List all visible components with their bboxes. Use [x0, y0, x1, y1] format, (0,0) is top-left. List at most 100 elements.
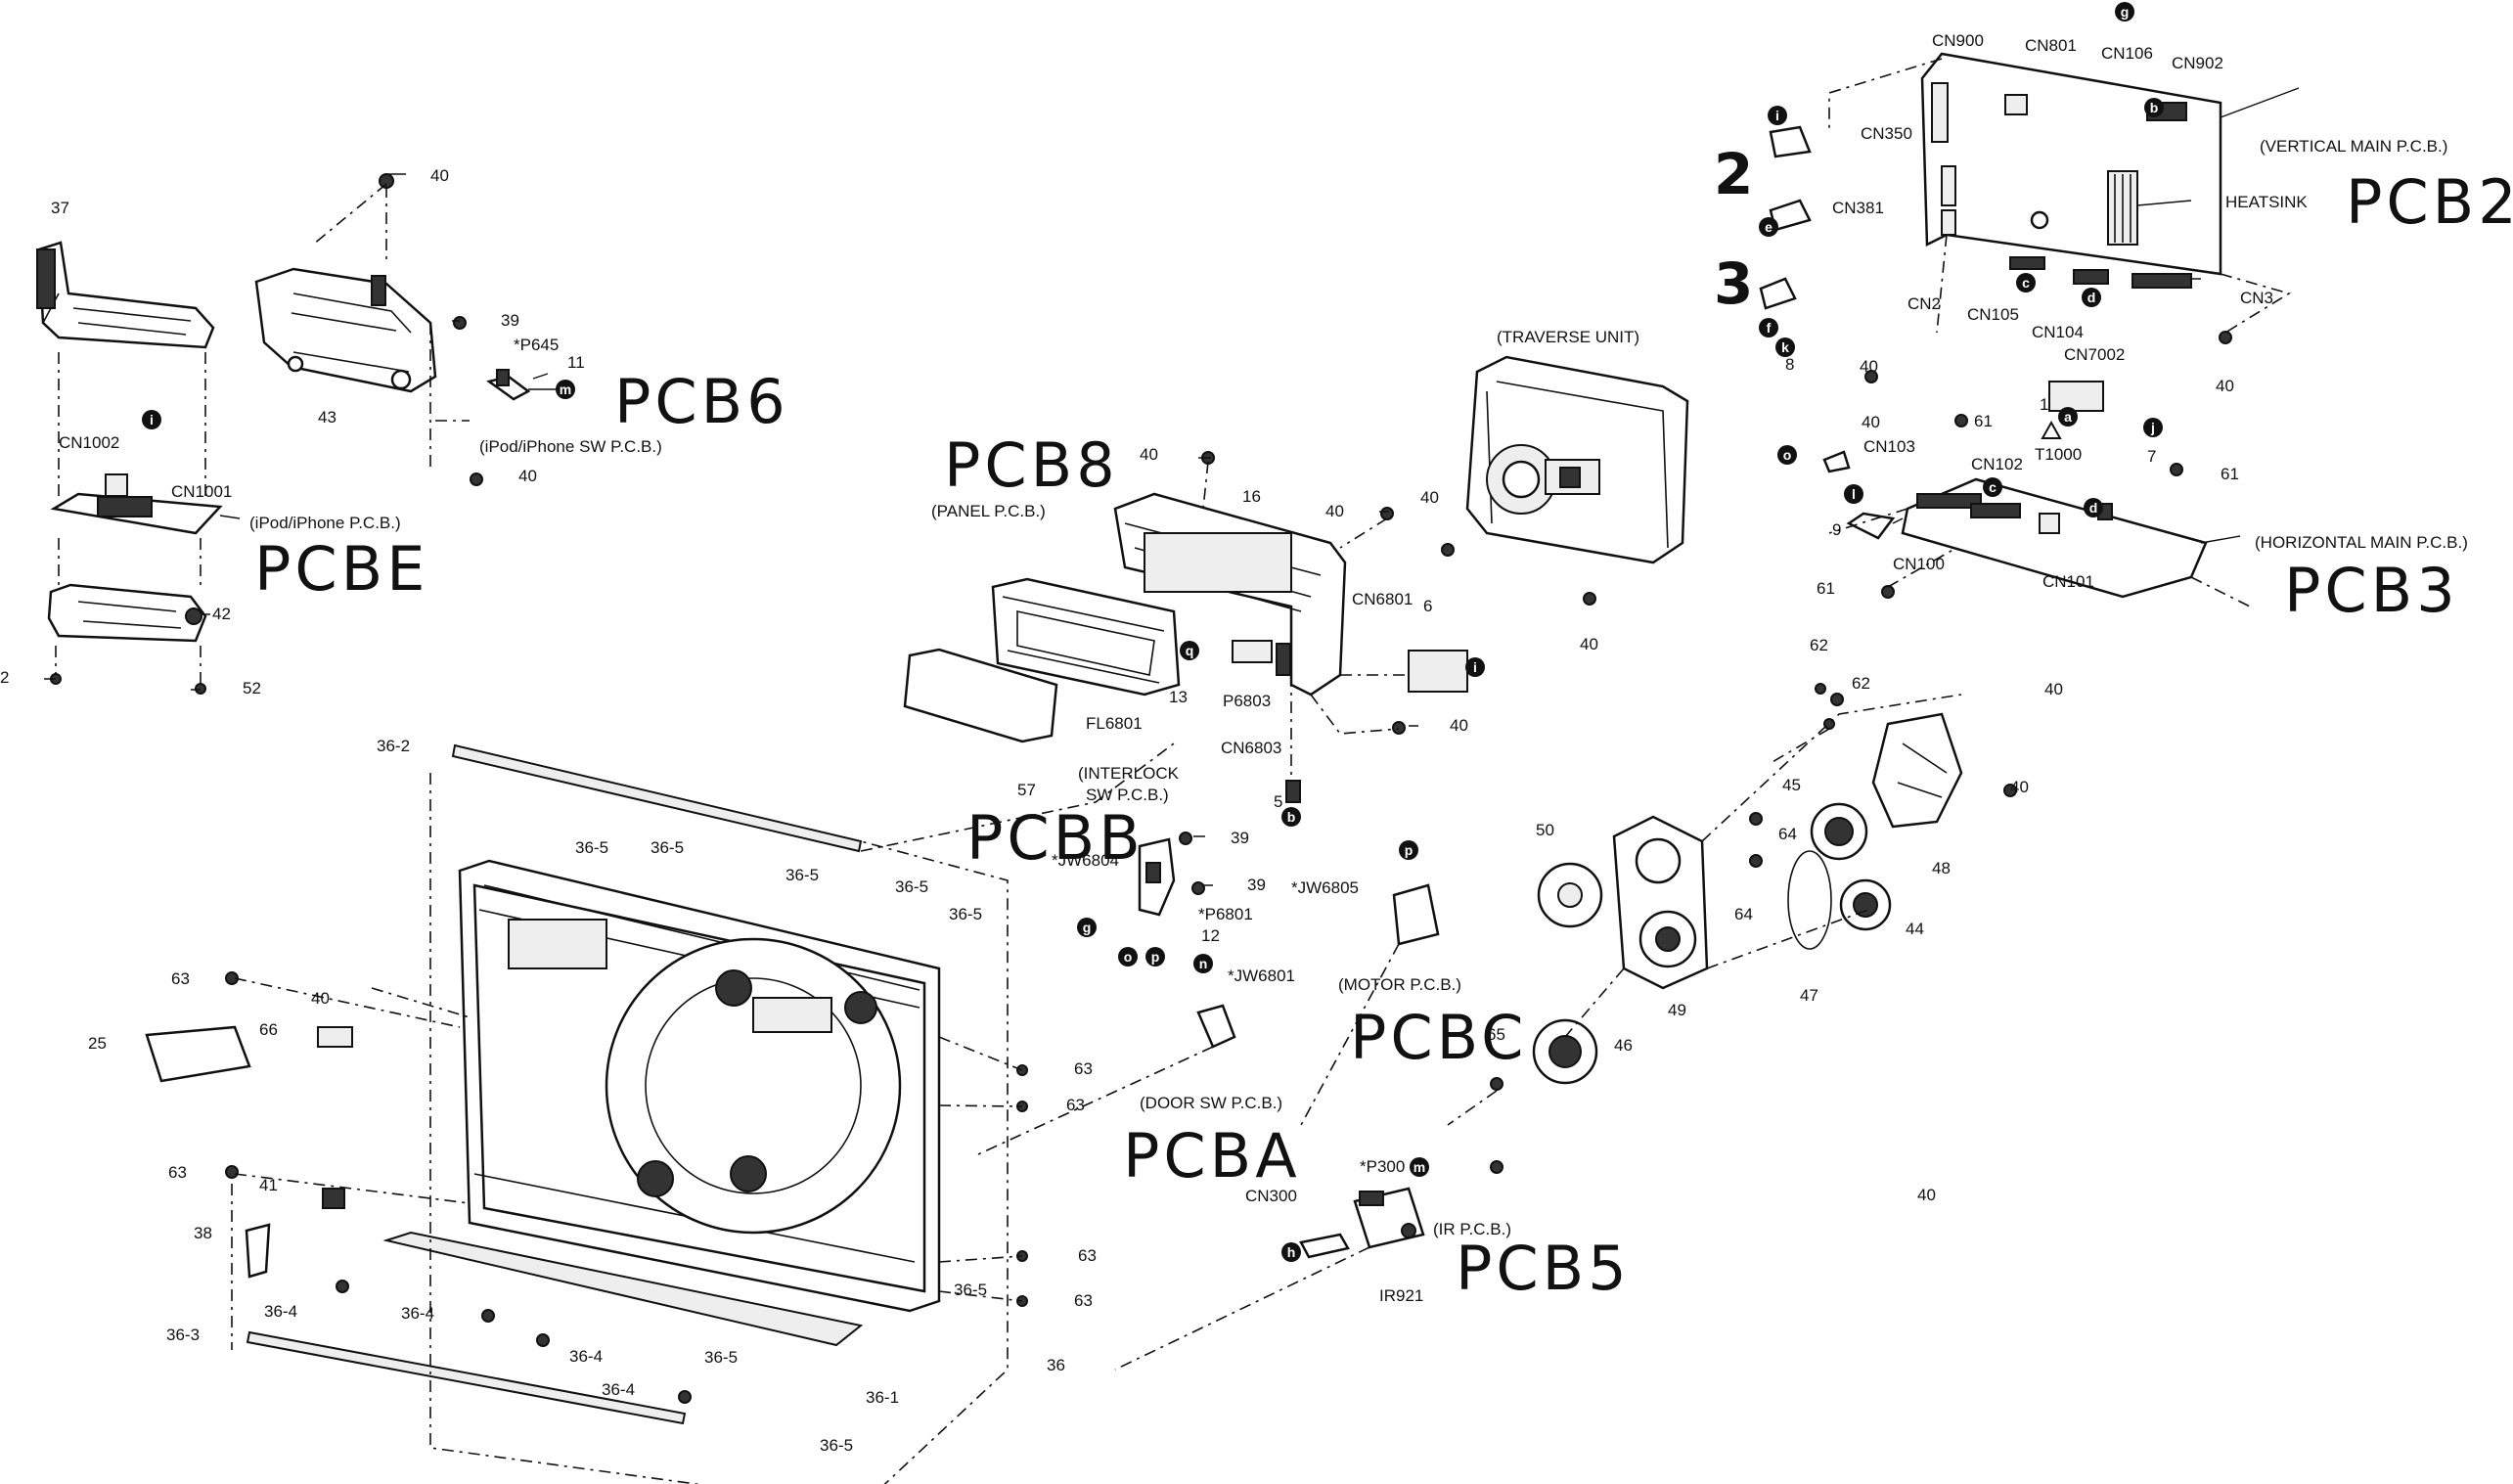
warning-triangle-icon [2041, 420, 2062, 439]
svg-text:40: 40 [1860, 357, 1878, 376]
svg-text:40: 40 [1140, 445, 1158, 464]
display-lens [903, 648, 1058, 743]
svg-text:62: 62 [1852, 674, 1870, 693]
svg-text:40: 40 [1450, 716, 1468, 735]
badge-d-icon: d [2082, 288, 2101, 307]
svg-text:40: 40 [1420, 488, 1439, 507]
caption-heatsink: HEATSINK [2225, 193, 2308, 211]
handwritten-pcb3: PCB3 [2284, 555, 2459, 626]
caption-interlock-2: SW P.C.B.) [1086, 786, 1169, 804]
svg-text:36-4: 36-4 [401, 1304, 434, 1323]
svg-text:39: 39 [1231, 829, 1249, 847]
svg-text:c: c [1989, 479, 1997, 495]
svg-text:o: o [1783, 447, 1792, 463]
svg-text:*P645: *P645 [514, 336, 559, 354]
svg-text:CN106: CN106 [2101, 44, 2153, 63]
svg-text:64: 64 [1734, 905, 1753, 923]
caption-ipod-sw-pcb: (iPod/iPhone SW P.C.B.) [479, 437, 662, 456]
svg-text:CN300: CN300 [1245, 1187, 1297, 1205]
panel-pcb-assembly [903, 451, 1468, 803]
handwritten-pcbb: PCBB [966, 802, 1144, 874]
svg-text:CN1001: CN1001 [171, 482, 232, 501]
caption-door-sw-pcb: (DOOR SW P.C.B.) [1140, 1094, 1282, 1112]
handwritten-pcb8: PCB8 [944, 429, 1119, 501]
connection-badges: i e f k c d g b a j o l c d i m q i b g … [142, 2, 2164, 1262]
caption-traverse-unit: (TRAVERSE UNIT) [1497, 328, 1639, 346]
svg-text:36: 36 [1047, 1356, 1065, 1374]
svg-text:40: 40 [1325, 502, 1344, 520]
ipod-dock-assembly [36, 173, 558, 695]
svg-text:i: i [1473, 659, 1477, 675]
small-pcbs [977, 832, 1503, 1371]
svg-text:h: h [1287, 1244, 1296, 1260]
svg-text:36-5: 36-5 [785, 866, 819, 884]
svg-text:49: 49 [1668, 1001, 1686, 1019]
svg-text:CN101: CN101 [2042, 572, 2094, 591]
handwritten-pcba: PCBA [1123, 1120, 1301, 1192]
svg-text:36-5: 36-5 [704, 1348, 738, 1367]
handwritten-pcb5: PCB5 [1456, 1233, 1631, 1304]
badge-h-icon: h [1281, 1242, 1301, 1262]
svg-text:63: 63 [171, 969, 190, 988]
badge-c2-icon: c [1983, 477, 2002, 497]
svg-text:9: 9 [1832, 520, 1841, 539]
badge-g-icon: g [2115, 2, 2134, 22]
badge-i2-icon: i [142, 410, 161, 429]
caption-panel-pcb: (PANEL P.C.B.) [931, 502, 1046, 520]
svg-text:40: 40 [518, 467, 537, 485]
svg-text:36-5: 36-5 [820, 1436, 853, 1455]
svg-text:d: d [2087, 290, 2096, 305]
svg-text:CN100: CN100 [1893, 555, 1945, 573]
svg-text:a: a [2064, 409, 2072, 425]
window-lens [145, 1025, 251, 1083]
caption-motor-pcb: (MOTOR P.C.B.) [1338, 975, 1461, 994]
svg-text:CN350: CN350 [1861, 124, 1912, 143]
svg-text:36-3: 36-3 [166, 1326, 200, 1344]
handwritten-num-3: 3 [1714, 250, 1753, 317]
svg-text:*P6801: *P6801 [1198, 905, 1253, 923]
svg-text:63: 63 [1074, 1059, 1093, 1078]
svg-text:40: 40 [1580, 635, 1598, 653]
svg-text:6: 6 [1423, 597, 1432, 615]
svg-text:5: 5 [1274, 792, 1282, 811]
svg-text:d: d [2089, 500, 2098, 516]
badge-l-icon: l [1844, 484, 1863, 504]
svg-text:CN900: CN900 [1932, 31, 1984, 50]
svg-text:b: b [2150, 100, 2159, 115]
svg-text:p: p [1151, 949, 1160, 965]
svg-text:c: c [2022, 275, 2030, 291]
badge-b2-icon: b [1281, 807, 1301, 827]
svg-text:g: g [2121, 4, 2130, 20]
svg-text:CN801: CN801 [2025, 36, 2077, 55]
dock-cradle-part [37, 241, 215, 349]
svg-text:40: 40 [2216, 377, 2234, 395]
svg-text:CN902: CN902 [2172, 54, 2223, 72]
svg-text:36-2: 36-2 [377, 737, 410, 755]
svg-text:36-4: 36-4 [569, 1347, 603, 1366]
badge-a-icon: a [2058, 407, 2078, 427]
svg-text:36-5: 36-5 [949, 905, 982, 923]
svg-text:44: 44 [1906, 920, 1924, 938]
svg-text:63: 63 [1078, 1246, 1097, 1265]
svg-text:63: 63 [168, 1163, 187, 1182]
handwritten-pcb2: PCB2 [2346, 166, 2513, 238]
handwritten-num-2: 2 [1714, 141, 1753, 207]
badge-c-icon: c [2016, 273, 2036, 292]
svg-text:40: 40 [2010, 778, 2029, 796]
svg-text:*JW6804: *JW6804 [1052, 851, 1119, 870]
svg-text:39: 39 [501, 311, 519, 330]
handwritten-pcbc: PCBC [1350, 1002, 1527, 1073]
part-labels: (TRAVERSE UNIT) (VERTICAL MAIN P.C.B.) (… [0, 31, 2468, 1455]
svg-text:36-5: 36-5 [651, 838, 684, 857]
caption-vertical-main: (VERTICAL MAIN P.C.B.) [2260, 137, 2447, 156]
svg-text:P6803: P6803 [1223, 692, 1271, 710]
svg-text:T1000: T1000 [2035, 445, 2082, 464]
svg-text:36-1: 36-1 [866, 1388, 899, 1407]
svg-text:45: 45 [1782, 776, 1801, 794]
svg-text:q: q [1186, 643, 1194, 658]
badge-p2-icon: p [1399, 840, 1418, 860]
svg-text:e: e [1765, 219, 1773, 235]
svg-text:40: 40 [2044, 680, 2063, 698]
svg-text:11: 11 [567, 353, 585, 372]
